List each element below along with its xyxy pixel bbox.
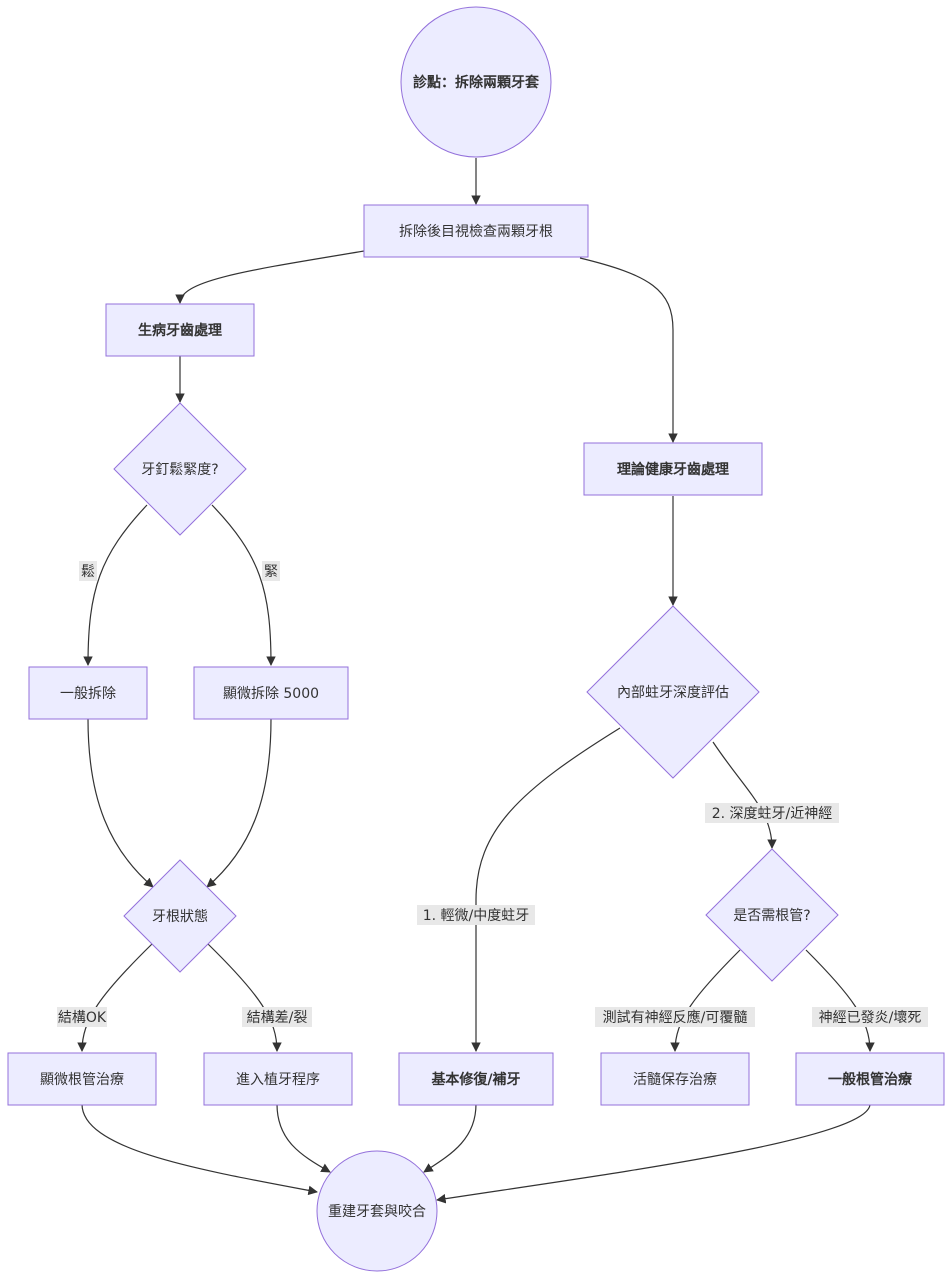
node-vital-pulp: 活髓保存治療 <box>600 1052 750 1106</box>
edge-inspect-healthy <box>579 257 678 443</box>
edge-label-structure-poor: 結構差/裂 <box>247 1010 308 1026</box>
edge-microrct-rebuild <box>81 1103 318 1196</box>
edge-needrct-vital <box>670 949 741 1052</box>
node-start-label: 診點：拆除兩顆牙套 <box>413 74 539 91</box>
node-general-rct: 一般根管治療 <box>795 1052 945 1106</box>
node-post-tightness: 牙釘鬆緊度? <box>113 402 247 536</box>
edge-tightness-normal <box>83 504 148 666</box>
node-healthy-label: 理論健康牙齒處理 <box>617 461 729 478</box>
node-root-status-label: 牙根狀態 <box>152 909 208 925</box>
node-rebuild: 重建牙套與咬合 <box>316 1150 438 1272</box>
node-start: 診點：拆除兩顆牙套 <box>400 6 552 158</box>
edge-needrct-general <box>805 949 875 1052</box>
node-root-status: 牙根狀態 <box>123 859 237 973</box>
edge-label-structure-ok: 結構OK <box>58 1010 107 1026</box>
edge-general-rebuild <box>436 1103 871 1204</box>
edge-label-nerve-inflamed: 神經已發炎/壞死 <box>819 1010 922 1026</box>
edge-micro-root <box>206 718 272 888</box>
node-general-rct-label: 一般根管治療 <box>828 1071 913 1088</box>
edges <box>77 158 875 1204</box>
node-caries-eval: 內部蛀牙深度評估 <box>586 605 760 779</box>
node-micro-removal: 顯微拆除 5000 <box>193 666 349 720</box>
edge-normal-root <box>87 718 154 888</box>
edge-label-nerve-responsive: 測試有神經反應/可覆髓 <box>603 1009 748 1026</box>
node-inspect: 拆除後目視檢查兩顆牙根 <box>363 204 589 258</box>
node-need-rct-label: 是否需根管? <box>733 908 810 924</box>
node-diseased-label: 生病牙齒處理 <box>138 322 222 339</box>
node-micro-rct: 顯微根管治療 <box>7 1052 157 1106</box>
edge-labels: 鬆 緊 結構OK 結構差/裂 1. 輕微/中度蛀牙 2. 深度蛀牙/近神經 測試… <box>57 561 928 1027</box>
edge-caries-basic <box>471 727 621 1052</box>
node-implant: 進入植牙程序 <box>203 1052 353 1106</box>
edge-implant-rebuild <box>276 1103 331 1173</box>
nodes: 診點：拆除兩顆牙套 拆除後目視檢查兩顆牙根 生病牙齒處理 理論健康牙齒處理 牙釘… <box>7 6 945 1272</box>
node-caries-eval-label: 內部蛀牙深度評估 <box>617 685 729 701</box>
edge-basic-rebuild <box>423 1103 477 1173</box>
node-basic-repair: 基本修復/補牙 <box>398 1052 554 1106</box>
edge-inspect-diseased <box>175 250 365 304</box>
edge-tightness-micro <box>211 504 276 666</box>
node-inspect-label: 拆除後目視檢查兩顆牙根 <box>399 223 553 240</box>
edge-caries-needrct <box>712 741 777 849</box>
node-post-tightness-label: 牙釘鬆緊度? <box>141 461 218 478</box>
node-basic-repair-label: 基本修復/補牙 <box>431 1071 520 1088</box>
edge-label-loose: 鬆 <box>81 564 95 580</box>
node-micro-removal-label: 顯微拆除 5000 <box>223 686 319 702</box>
edge-label-mild-caries: 1. 輕微/中度蛀牙 <box>423 908 530 924</box>
edge-label-tight: 緊 <box>264 564 278 580</box>
node-rebuild-label: 重建牙套與咬合 <box>328 1203 426 1220</box>
node-vital-pulp-label: 活髓保存治療 <box>633 1071 717 1088</box>
node-healthy: 理論健康牙齒處理 <box>583 442 763 496</box>
node-diseased: 生病牙齒處理 <box>105 303 255 357</box>
node-implant-label: 進入植牙程序 <box>236 1072 320 1088</box>
edge-root-implant <box>207 943 282 1052</box>
node-need-rct: 是否需根管? <box>705 848 839 982</box>
node-normal-removal: 一般拆除 <box>28 666 148 720</box>
node-micro-rct-label: 顯微根管治療 <box>40 1071 124 1088</box>
edge-root-microrct <box>77 943 153 1052</box>
edge-label-deep-caries: 2. 深度蛀牙/近神經 <box>712 806 833 822</box>
node-normal-removal-label: 一般拆除 <box>60 686 116 702</box>
